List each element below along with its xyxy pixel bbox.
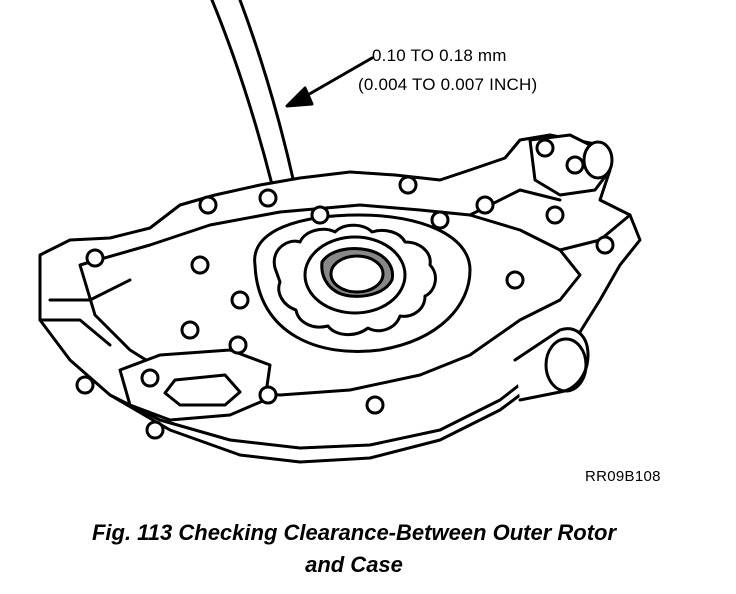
oil-pump-illustration: [38, 0, 642, 464]
bolt-hole: [145, 420, 165, 440]
bolt-hole: [535, 138, 555, 158]
bolt-hole: [365, 395, 385, 415]
pickup-flange-opening: [163, 373, 242, 407]
bolt-hole: [545, 205, 565, 225]
boss-cap: [582, 140, 614, 180]
bolt-hole: [475, 195, 495, 215]
outlet-tube-end: [544, 337, 588, 393]
bolt-hole: [398, 175, 418, 195]
pump-rim: [108, 363, 547, 450]
leader-arrowhead: [285, 86, 314, 108]
bolt-hole: [198, 195, 218, 215]
bolt-hole: [258, 385, 278, 405]
clearance-imperial-label: (0.004 TO 0.007 INCH): [358, 75, 538, 94]
clearance-metric-label: 0.10 TO 0.18 mm: [372, 46, 507, 65]
bolt-hole: [258, 188, 278, 208]
bolt-hole: [310, 205, 330, 225]
bolt-hole: [140, 368, 160, 388]
bolt-hole: [180, 320, 200, 340]
bolt-hole: [228, 335, 248, 355]
drive-bore-hub: [329, 254, 385, 294]
bolt-hole: [430, 210, 450, 230]
bolt-hole: [505, 270, 525, 290]
figure-id: RR09B108: [585, 468, 661, 485]
bolt-hole: [230, 290, 250, 310]
outlet-tube: [513, 327, 590, 402]
bolt-hole: [190, 255, 210, 275]
bolt-hole: [85, 248, 105, 268]
caption-line-2: and Case: [305, 552, 403, 577]
bolt-hole: [75, 375, 95, 395]
caption-line-1: Fig. 113 Checking Clearance-Between Oute…: [91, 520, 617, 545]
bolt-hole: [565, 155, 585, 175]
bolt-hole: [595, 235, 615, 255]
